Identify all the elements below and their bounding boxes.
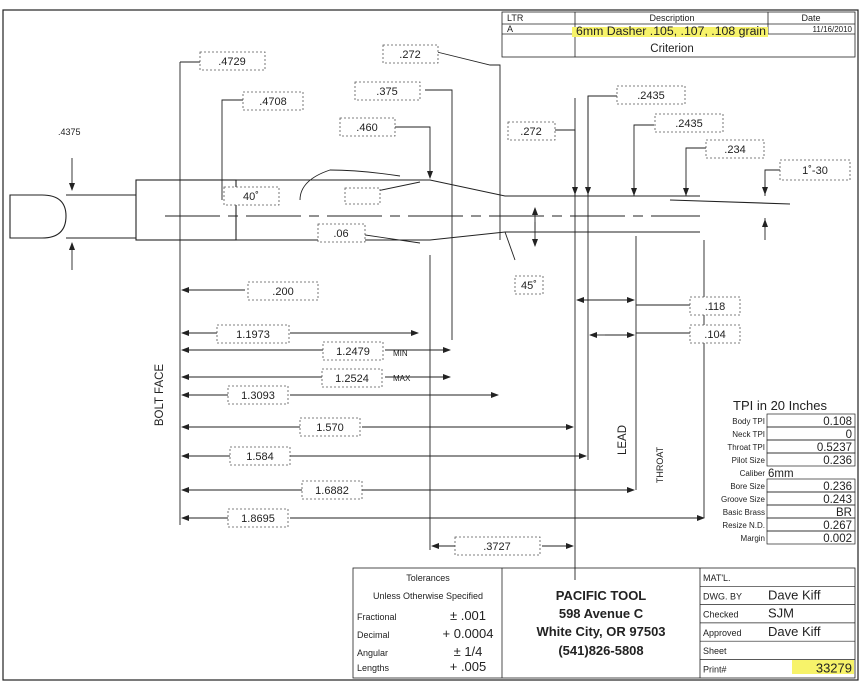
dim-272-neck: .272 [520,126,541,138]
tpi-row-value: 0.267 [823,520,852,532]
tpi-row-value: 0.002 [823,533,852,545]
rev-description: 6mm Dasher .105, .107, .108 grain [576,26,766,38]
tpi-value-cell [766,426,856,441]
title-block-label: Sheet [703,646,727,656]
reamer-shape [9,179,791,241]
company-street: 598 Avenue C [559,606,644,621]
dim-3727: .3727 [483,541,511,553]
tpi-row-label: Pilot Size [732,456,766,465]
dimension-arrows [69,150,768,549]
tolerances-block: Tolerances Unless Otherwise Specified Fr… [357,573,493,674]
tpi-row-label: Groove Size [721,495,766,504]
tpi-value-cell [766,530,856,545]
tpi-row-label: Bore Size [730,482,765,491]
dim-06: .06 [333,228,348,240]
rev-date: 11/16/2010 [813,25,853,34]
tolerance-value: + .005 [450,659,487,674]
company-phone: (541)826-5808 [558,643,643,658]
bolt-face-label: BOLT FACE [154,364,166,427]
tpi-row-label: Body TPI [732,417,765,426]
title-block-label: Checked [703,610,739,620]
tpi-row-label: Margin [741,534,765,543]
dim-1-570: 1.570 [316,422,344,434]
title-block-label: DWG. BY [703,591,742,601]
dim-1-8695: 1.8695 [241,513,275,525]
dim-min-label: MIN [393,349,408,358]
dim-460: .460 [356,122,377,134]
rev-header-ltr: LTR [507,13,524,23]
dim-40-deg: 40˚ [243,191,259,203]
title-block-value: 33279 [816,661,852,676]
tpi-row-label: Resize N.D. [722,521,765,530]
dim-1-2479: 1.2479 [336,346,370,358]
description-highlight [572,27,768,37]
dim-4729: .4729 [218,56,246,68]
company-block: PACIFIC TOOL 598 Avenue C White City, OR… [536,588,665,658]
dimension-texts: .4375 .4729 .4708 .272 .375 .460 .272 .2… [58,49,828,553]
dim-1-3093: 1.3093 [241,390,275,402]
rev-ltr: A [507,24,513,34]
tolerance-label: Angular [357,648,388,658]
tpi-value-cell [766,452,856,467]
tolerance-value: ± .001 [450,608,486,623]
title-block-label: MAT'L. [703,573,731,583]
dim-45-deg: 45˚ [521,280,537,292]
title-block-value: Dave Kiff [768,624,821,639]
dim-2435-a: .2435 [637,90,665,102]
title-block-label: Print# [703,665,727,675]
tpi-row-value: 0.236 [823,455,852,467]
tolerances-title: Tolerances [406,573,450,583]
dim-1-6882: 1.6882 [315,485,349,497]
tolerances-subtitle: Unless Otherwise Specified [373,591,483,601]
dim-375: .375 [376,86,397,98]
tpi-row-value: 0.236 [823,481,852,493]
dim-max-label: MAX [393,374,411,383]
dim-1-1973: 1.1973 [236,329,270,341]
tolerance-label: Decimal [357,630,390,640]
tolerance-value: + 0.0004 [443,626,494,641]
dim-234: .234 [724,144,745,156]
tolerance-value: ± 1/4 [454,644,483,659]
tpi-title: TPI in 20 Inches [733,398,827,413]
print-number-highlight [792,660,854,674]
dim-1-2524: 1.2524 [335,373,369,385]
dim-1-30: 1˚-30 [802,165,828,177]
rev-header-date: Date [801,13,820,23]
dim-104: .104 [704,329,725,341]
title-block-value: Dave Kiff [768,587,821,602]
dim-4375: .4375 [58,127,81,137]
tpi-row-value: BR [836,507,852,519]
dim-4708: .4708 [259,96,287,108]
tpi-row-label: Neck TPI [732,430,765,439]
sheet-border [2,9,859,681]
tpi-row-value: 0 [846,429,852,441]
tpi-row-label: Caliber [740,469,766,478]
tpi-row-value: 0.5237 [817,442,852,454]
company-name: PACIFIC TOOL [556,588,647,603]
tolerance-label: Lengths [357,663,390,673]
dim-2435-b: .2435 [675,118,703,130]
title-block-value: SJM [768,606,794,621]
tpi-row-label: Throat TPI [727,443,765,452]
dim-200: .200 [272,286,293,298]
title-block-label: Approved [703,628,742,638]
tpi-row-value: 0.108 [823,416,852,428]
dim-1-584: 1.584 [246,451,274,463]
tpi-row-value: 6mm [768,468,794,480]
tolerance-label: Fractional [357,612,397,622]
dimension-boxes [199,44,851,556]
rev-subtitle: Criterion [650,43,693,55]
tpi-row-value: 0.243 [823,494,852,506]
throat-label: THROAT [655,446,665,483]
tpi-row-label: Basic Brass [723,508,765,517]
company-city: White City, OR 97503 [536,624,665,639]
dim-118: .118 [705,301,726,313]
lead-label: LEAD [617,425,629,455]
rev-header-description: Description [649,13,694,23]
dim-272-top: .272 [399,49,420,61]
